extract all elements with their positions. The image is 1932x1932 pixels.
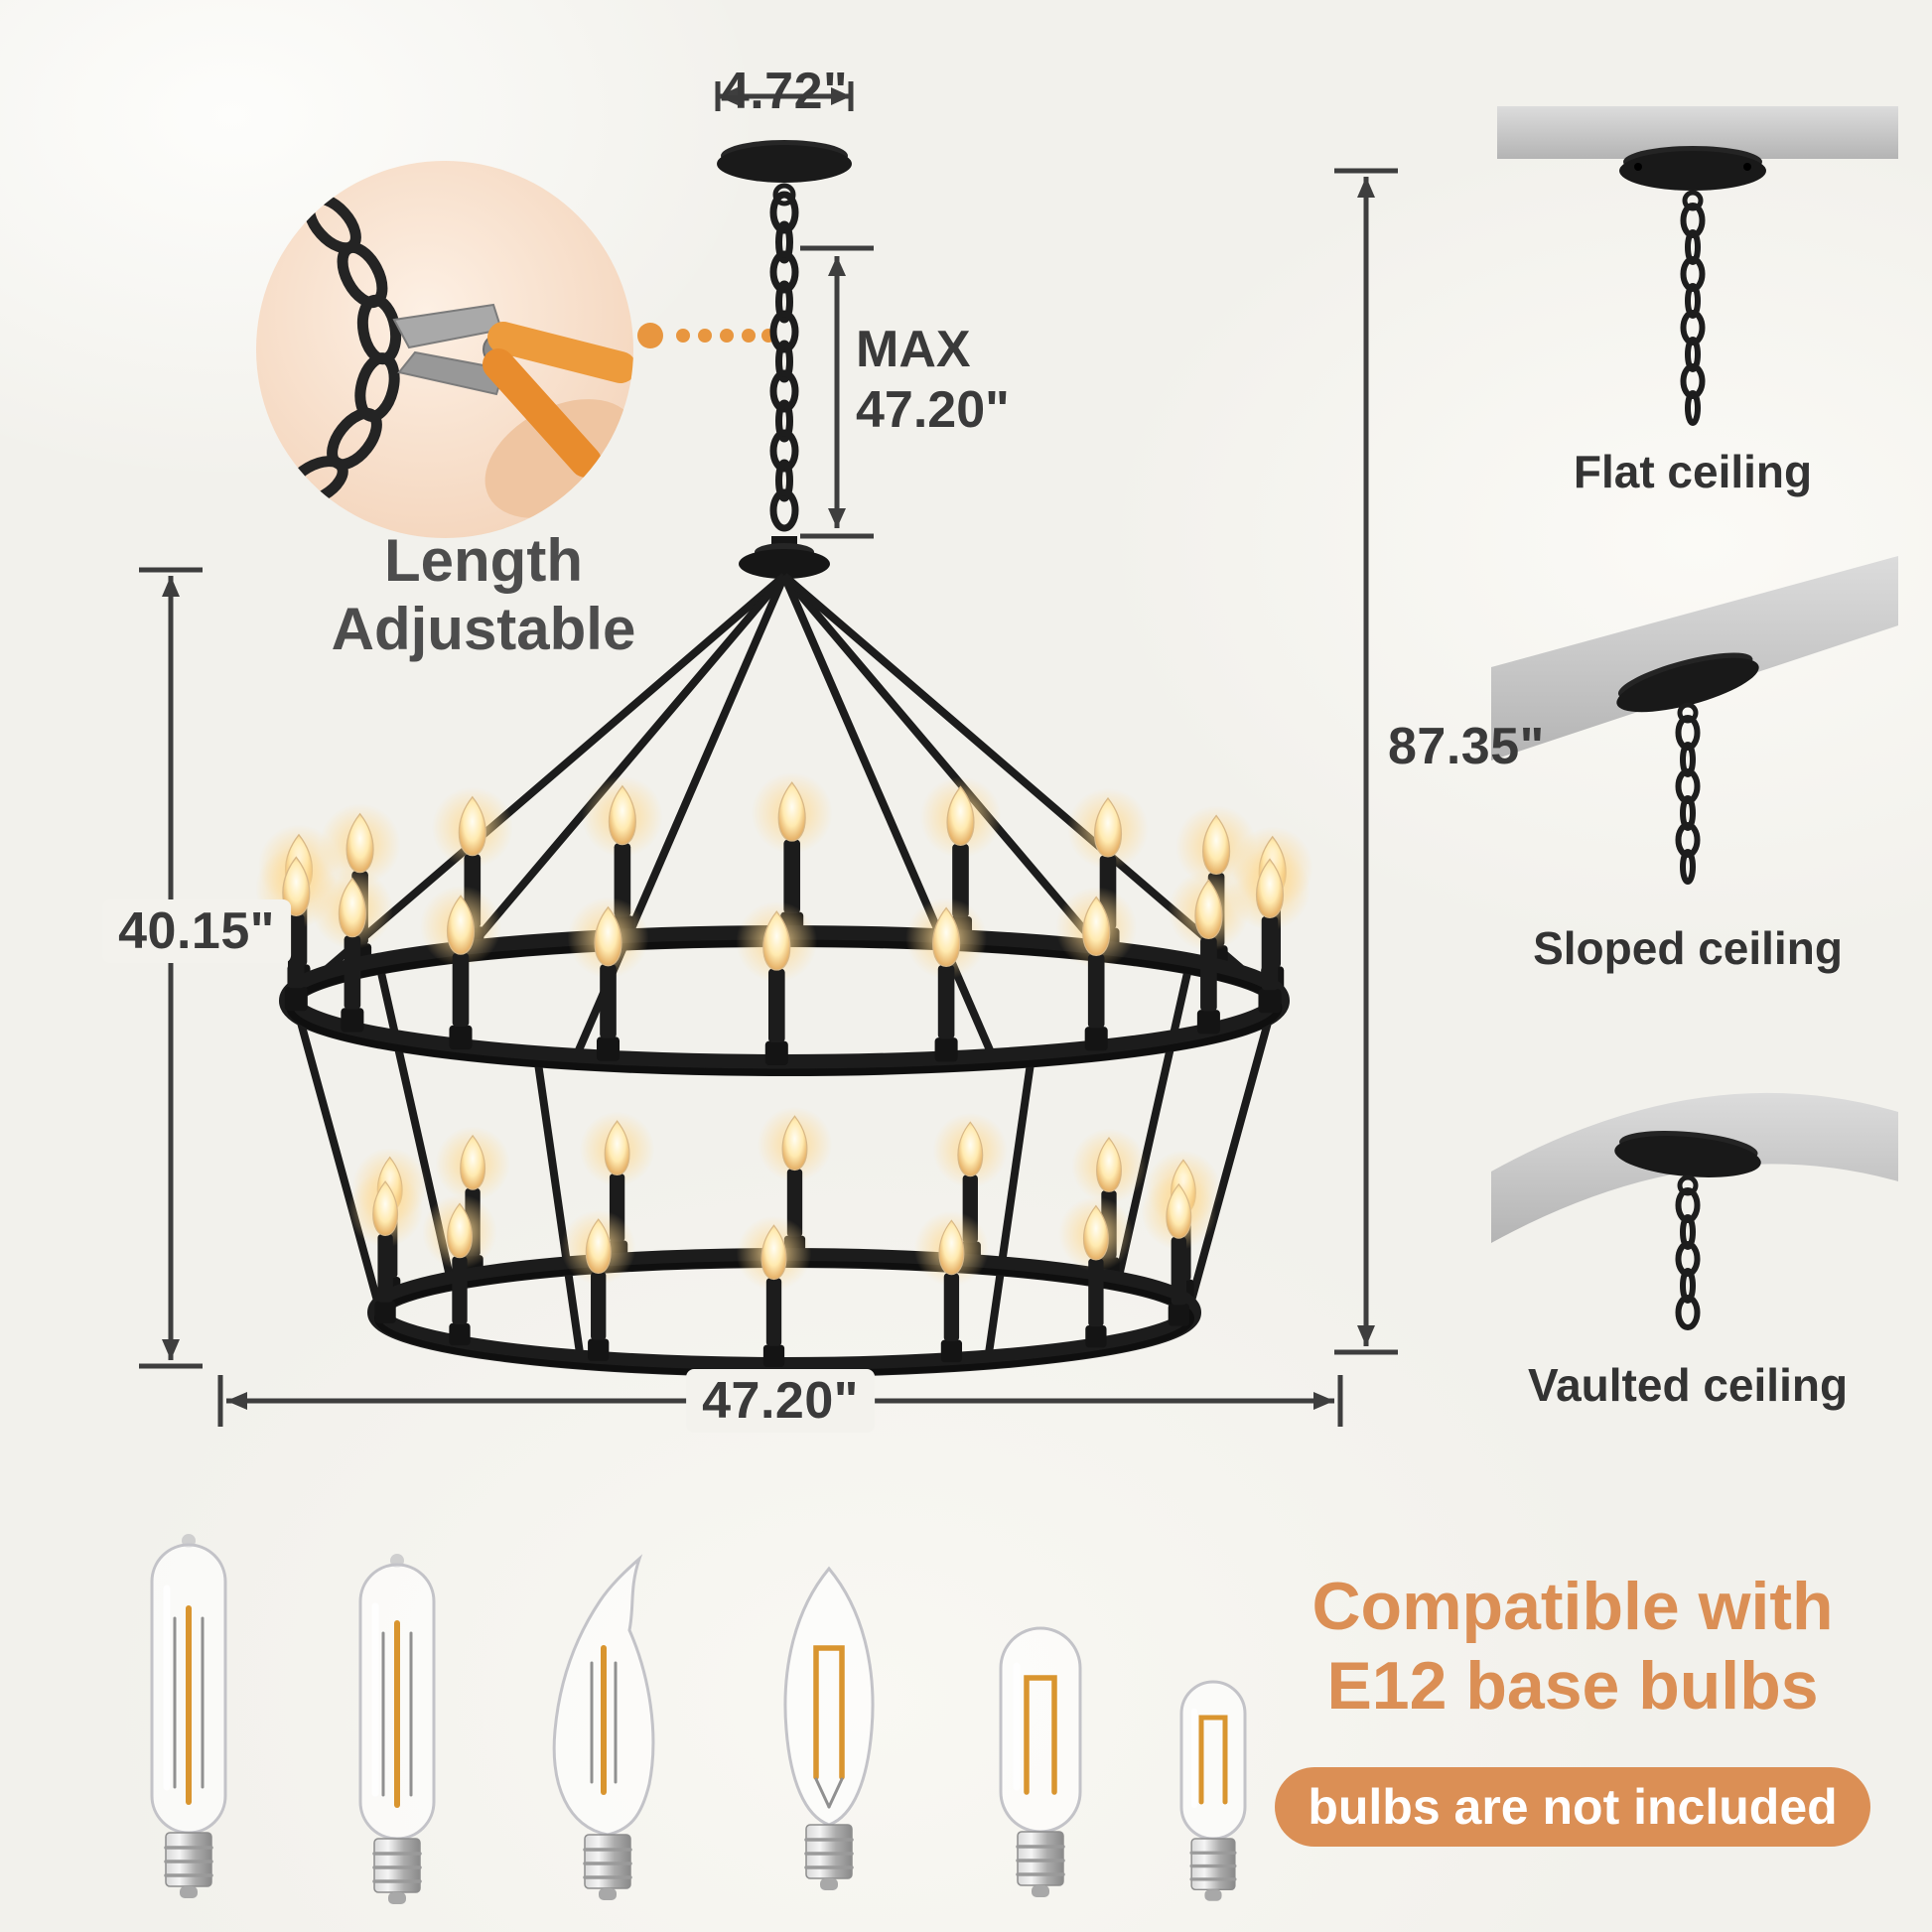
- flame-tip-candle-bulb: [552, 1554, 655, 1902]
- hanging-chain: [769, 191, 799, 532]
- sloped-ceiling-label: Sloped ceiling: [1533, 922, 1843, 974]
- canopy-width-label: 4.72": [720, 63, 849, 120]
- t45-tube-bulb: [999, 1626, 1082, 1899]
- max-word: MAX: [856, 321, 971, 378]
- badge-text: bulbs are not included: [1308, 1779, 1838, 1835]
- t22-tube-bulb: [1179, 1680, 1247, 1903]
- pliers-cutting-chain-icon: [256, 161, 633, 538]
- dotted-pointer: [637, 323, 775, 348]
- torpedo-candle-bulb: [783, 1566, 875, 1892]
- max-value: 47.20": [856, 381, 1010, 440]
- t6-tube-bulb: [358, 1554, 436, 1906]
- sloped-ceiling-illustration: [1491, 556, 1898, 885]
- diameter-label: 47.20": [686, 1369, 875, 1433]
- chandelier-hub: [739, 536, 830, 579]
- ceiling-canopy: [717, 140, 852, 207]
- total-height-label: 87.35": [1388, 718, 1545, 775]
- length-adjustable-line1: Length: [384, 527, 583, 594]
- compatibility-line2: E12 base bulbs: [1326, 1648, 1819, 1725]
- vaulted-ceiling-illustration: [1491, 1092, 1898, 1330]
- compatibility-heading: Compatible with E12 base bulbs: [1273, 1567, 1872, 1725]
- vaulted-ceiling-label: Vaulted ceiling: [1527, 1359, 1849, 1411]
- flat-ceiling-label: Flat ceiling: [1573, 446, 1813, 497]
- body-height-label: 40.15": [102, 899, 291, 963]
- max-length-label: MAX 47.20": [856, 320, 1010, 442]
- length-adjustable-line2: Adjustable: [331, 596, 636, 662]
- bulb-row: [150, 1534, 1247, 1906]
- t6-tube-bulb: [150, 1534, 227, 1900]
- compatibility-line1: Compatible with: [1311, 1569, 1834, 1644]
- two-tier-chandelier: [254, 572, 1314, 1377]
- flat-ceiling-illustration: [1497, 106, 1898, 426]
- bulbs-not-included-badge: bulbs are not included: [1275, 1767, 1870, 1847]
- length-adjustable-label: Length Adjustable: [332, 526, 636, 663]
